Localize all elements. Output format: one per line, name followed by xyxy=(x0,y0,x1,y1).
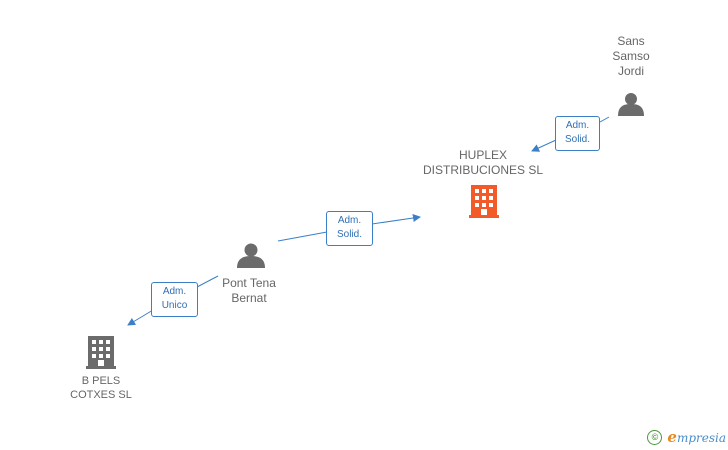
edge-label-line: Adm. xyxy=(337,215,362,226)
node-label-sans-samso-jordi[interactable]: Sans Samso Jordi xyxy=(596,34,666,79)
node-label-huplex-distribuciones[interactable]: HUPLEX DISTRIBUCIONES SL xyxy=(408,148,558,178)
building-icon[interactable] xyxy=(86,336,116,369)
edge-line-pont-huplex xyxy=(277,217,420,242)
node-label-line: Sans xyxy=(617,34,645,48)
person-icon[interactable] xyxy=(237,243,265,269)
brand-logo-e: e xyxy=(667,428,677,446)
node-label-line: Samso xyxy=(612,49,650,63)
edge-label-sans-huplex[interactable]: Adm. Solid. xyxy=(555,116,600,151)
node-label-pont-tena-bernat[interactable]: Pont Tena Bernat xyxy=(208,276,290,306)
edge-label-pont-bpels[interactable]: Adm. Unico xyxy=(151,282,198,317)
edge-line-sans-huplex xyxy=(532,116,610,151)
copyright-icon: © xyxy=(647,429,663,445)
node-label-line: HUPLEX xyxy=(458,148,508,162)
edge-label-pont-huplex[interactable]: Adm. Solid. xyxy=(326,211,373,246)
edge-label-line: Adm. xyxy=(162,286,187,297)
brand-logo-rest: mpresia xyxy=(676,431,726,445)
node-label-line: DISTRIBUCIONES SL xyxy=(422,163,544,177)
node-label-line: B PELS xyxy=(81,375,121,387)
edge-label-line: Adm. xyxy=(565,120,590,131)
building-icon[interactable] xyxy=(469,185,499,218)
edge-label-line: Unico xyxy=(161,300,188,311)
node-label-line: Pont Tena xyxy=(222,276,276,290)
node-label-line: COTXES SL xyxy=(70,389,132,401)
edge-label-line: Solid. xyxy=(564,134,590,145)
node-label-line: Jordi xyxy=(617,64,644,78)
node-label-line: Bernat xyxy=(231,291,267,305)
person-icon[interactable] xyxy=(618,93,644,116)
edge-line-pont-bpels xyxy=(128,275,219,325)
brand-logo: empresia xyxy=(667,428,726,446)
brand-footer: © empresia xyxy=(647,428,726,446)
edge-label-line: Solid. xyxy=(336,229,362,240)
node-label-b-pels-cotxes[interactable]: B PELS COTXES SL xyxy=(56,374,146,402)
